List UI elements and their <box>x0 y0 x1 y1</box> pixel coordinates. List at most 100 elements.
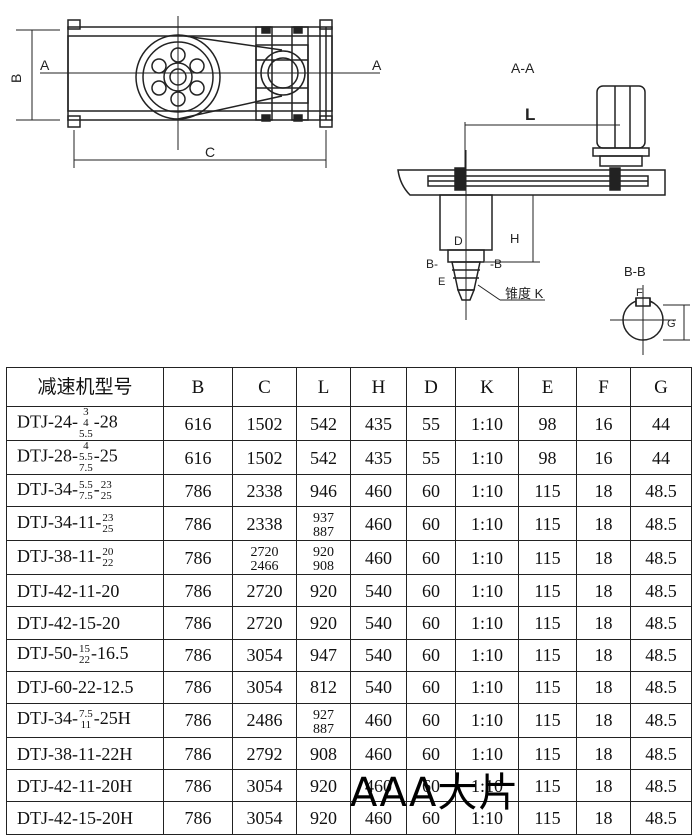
cell-d: 60 <box>406 473 456 508</box>
cell-g: 48.5 <box>630 638 692 672</box>
cell-g: 48.5 <box>630 606 692 640</box>
cell-b: 616 <box>163 406 233 441</box>
cell-k: 1:10 <box>455 574 519 608</box>
cell-g: 48.5 <box>630 473 692 508</box>
cell-d: 60 <box>406 574 456 608</box>
cell-g: 48.5 <box>630 801 692 835</box>
column-header-0: 减速机型号 <box>6 367 164 407</box>
cell-b: 786 <box>163 736 233 771</box>
cell-k: 1:10 <box>455 702 519 738</box>
cell-c: 2338 <box>232 473 297 508</box>
cell-b: 786 <box>163 506 233 542</box>
cell-f: 18 <box>576 473 631 508</box>
cell-h: 460 <box>350 801 407 835</box>
section-bb-view: B-B F G <box>610 264 690 355</box>
column-header-5: D <box>406 367 456 407</box>
cell-d: 55 <box>406 440 456 475</box>
cell-k: 1:10 <box>455 540 519 576</box>
cell-c: 2486 <box>232 702 297 738</box>
cell-h: 540 <box>350 574 407 608</box>
watermark-text: AAA大片 <box>350 770 520 816</box>
section-aa-view: A-A L H D B- -B E 锥度 K <box>397 60 666 320</box>
cell-c: 2720 <box>232 574 297 608</box>
cell-h: 435 <box>350 406 407 441</box>
cell-h: 540 <box>350 638 407 672</box>
cell-k: 1:10 <box>455 638 519 672</box>
cell-f: 18 <box>576 638 631 672</box>
cell-h: 460 <box>350 769 407 803</box>
cell-e: 115 <box>518 606 577 640</box>
cell-e: 115 <box>518 736 577 771</box>
dim-d-label: D <box>454 234 463 248</box>
cell-d: 60 <box>406 736 456 771</box>
model-cell: DTJ-38-11-22H <box>6 736 164 771</box>
cell-h: 460 <box>350 540 407 576</box>
cell-c: 3054 <box>232 769 297 803</box>
cell-b: 786 <box>163 769 233 803</box>
cell-b: 786 <box>163 702 233 738</box>
cell-e: 115 <box>518 540 577 576</box>
cell-g: 48.5 <box>630 574 692 608</box>
cell-c: 3054 <box>232 638 297 672</box>
dim-c-label: C <box>205 144 215 160</box>
dim-b-label: B <box>8 74 24 83</box>
cell-g: 48.5 <box>630 540 692 576</box>
column-header-8: F <box>576 367 631 407</box>
cell-e: 115 <box>518 670 577 704</box>
model-cell: DTJ-42-15-20H <box>6 801 164 835</box>
cell-f: 16 <box>576 406 631 441</box>
cell-l: 542 <box>296 440 351 475</box>
cell-c: 2792 <box>232 736 297 771</box>
cell-d: 60 <box>406 540 456 576</box>
cell-b: 786 <box>163 574 233 608</box>
dim-h-label: H <box>510 231 519 246</box>
cell-e: 98 <box>518 440 577 475</box>
cell-l: 920 <box>296 574 351 608</box>
cell-d: 60 <box>406 606 456 640</box>
cell-k: 1:10 <box>455 670 519 704</box>
column-header-1: B <box>163 367 233 407</box>
model-cell: DTJ-60-22-12.5 <box>6 670 164 704</box>
cell-f: 18 <box>576 801 631 835</box>
cell-k: 1:10 <box>455 606 519 640</box>
cell-f: 18 <box>576 736 631 771</box>
dim-l-label: L <box>525 105 535 124</box>
cell-l: 812 <box>296 670 351 704</box>
cell-k: 1:10 <box>455 440 519 475</box>
view-aa-label: A-A <box>511 60 535 76</box>
cell-b: 616 <box>163 440 233 475</box>
section-a-right-label: A <box>372 57 382 73</box>
cell-e: 98 <box>518 406 577 441</box>
cell-f: 18 <box>576 574 631 608</box>
taper-label: 锥度 K <box>505 286 544 301</box>
cell-l: 920 <box>296 606 351 640</box>
cell-c: 2720 <box>232 606 297 640</box>
cell-l: 920 <box>296 801 351 835</box>
cell-g: 48.5 <box>630 736 692 771</box>
cell-d: 60 <box>406 506 456 542</box>
cell-g: 44 <box>630 406 692 441</box>
cell-b: 786 <box>163 540 233 576</box>
cell-d: 60 <box>406 670 456 704</box>
cell-k: 1:10 <box>455 736 519 771</box>
cell-l: 908 <box>296 736 351 771</box>
cell-f: 18 <box>576 540 631 576</box>
